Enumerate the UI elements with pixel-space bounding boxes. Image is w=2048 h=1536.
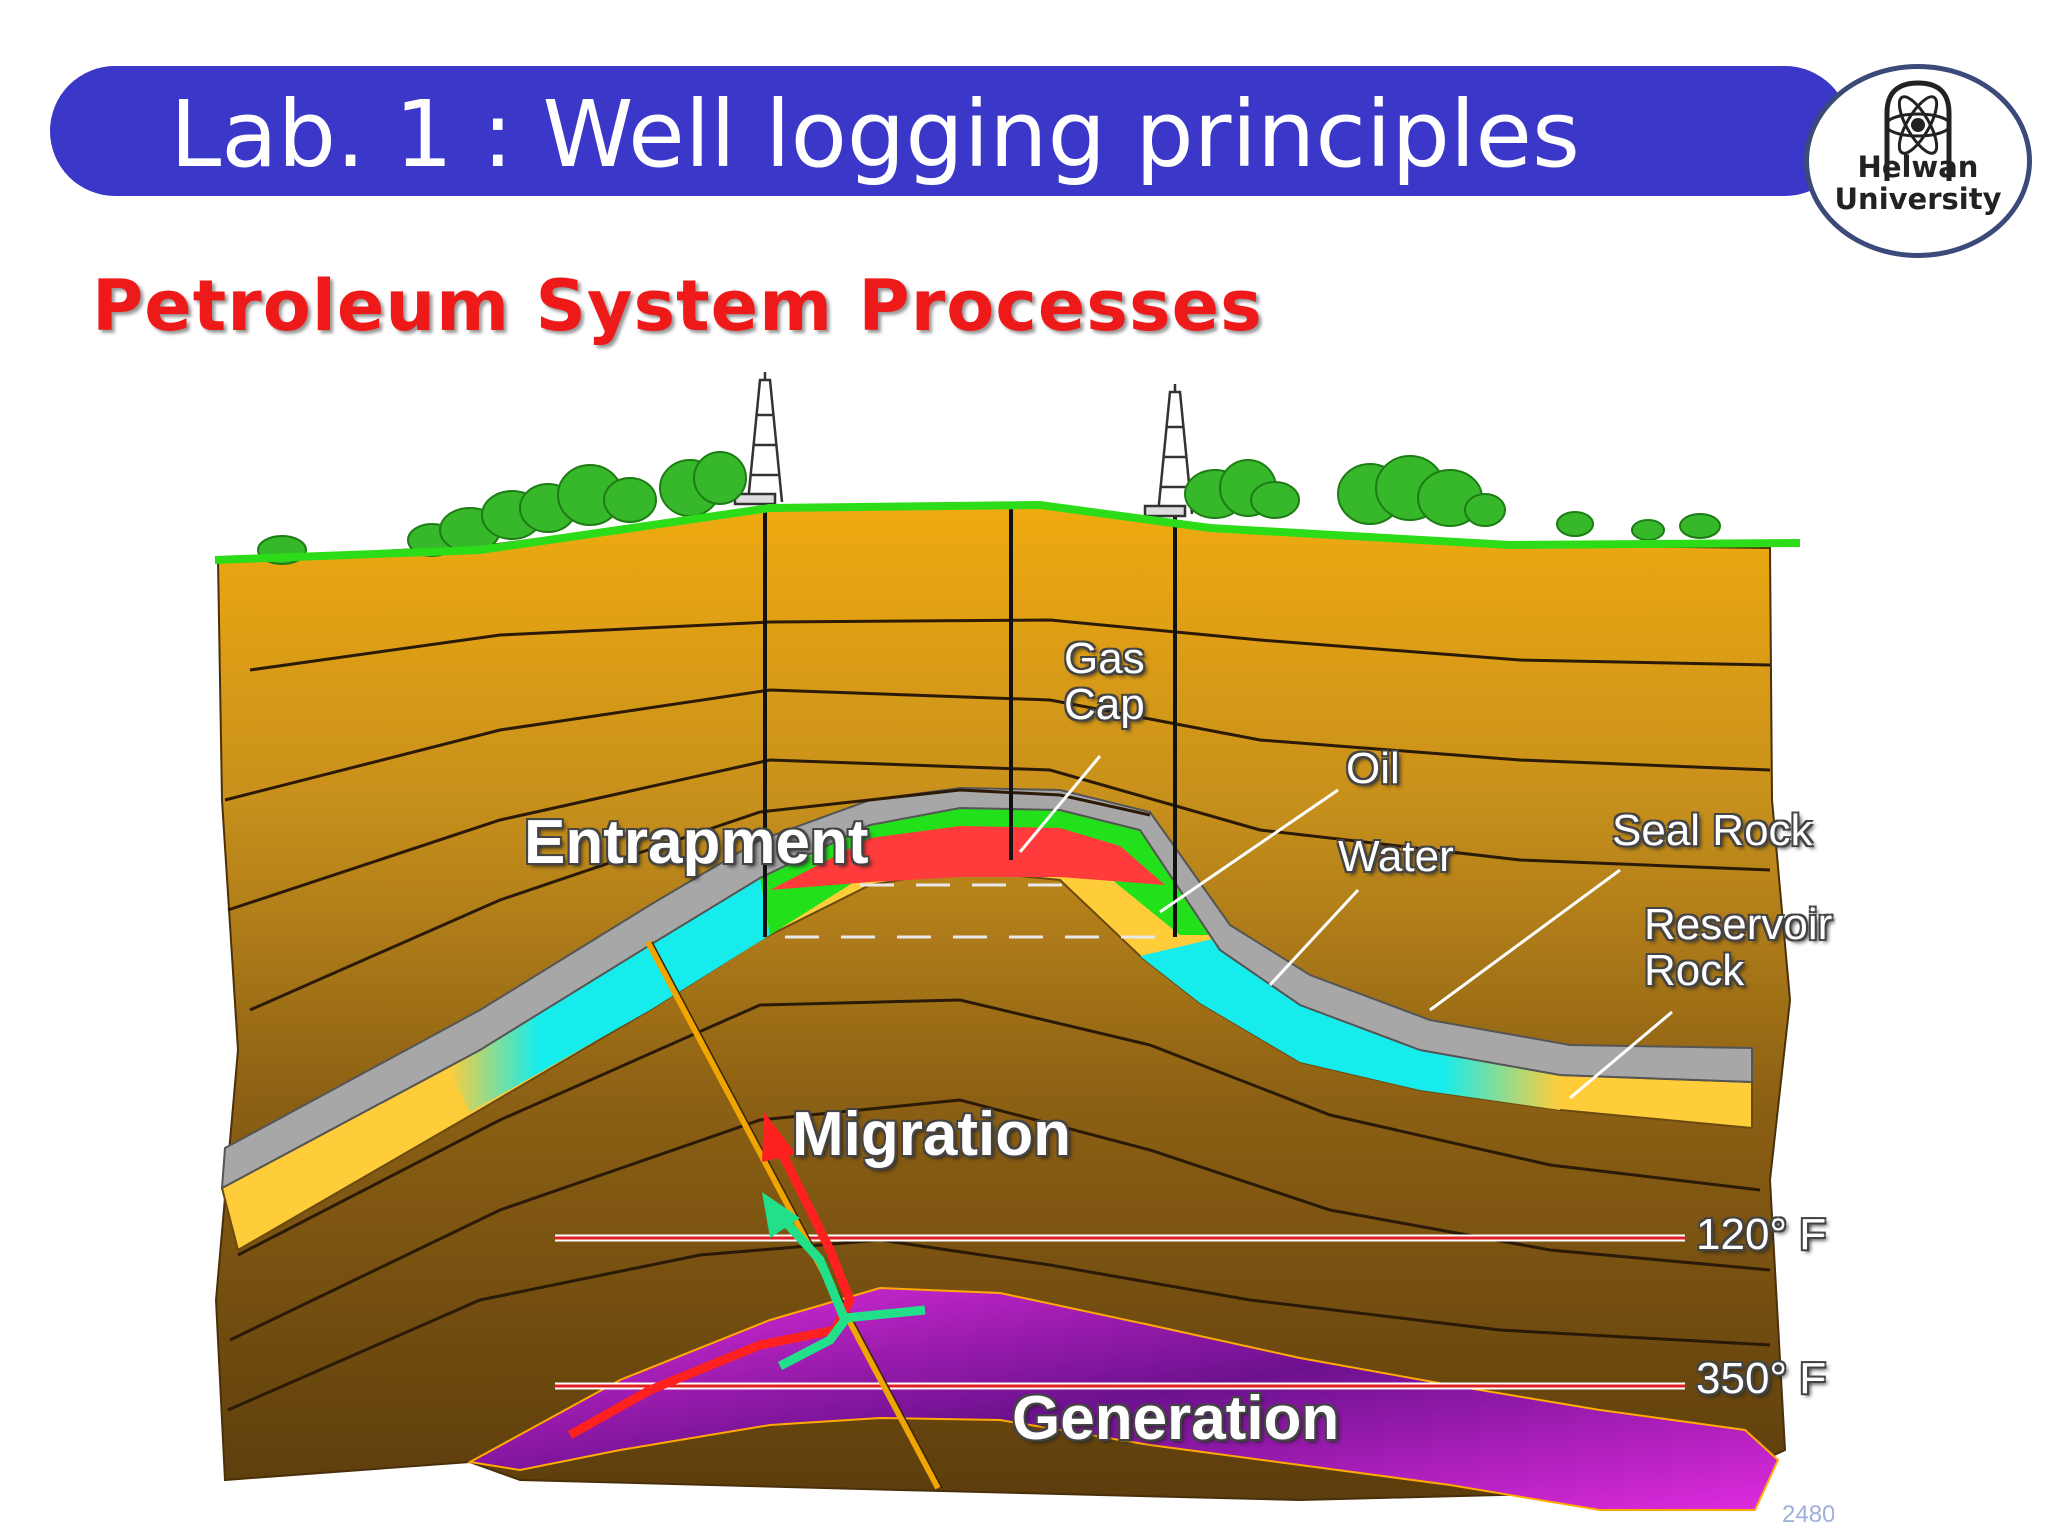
ground-surface	[214, 500, 1801, 564]
well-bores	[763, 505, 1177, 937]
migration-arrows	[567, 1112, 926, 1439]
page-number: 2480	[1782, 1501, 1834, 1528]
drilling-rig-icon	[1143, 384, 1194, 518]
label-gas-cap-line2: Cap	[1064, 680, 1145, 729]
logo-text-line2: University	[1834, 182, 2002, 216]
callout-lines	[1018, 755, 1673, 1100]
slide-title: Lab. 1 : Well logging principles	[170, 81, 1580, 188]
label-entrapment: Entrapment	[524, 808, 869, 877]
label-generation: Generation	[1012, 1384, 1340, 1453]
strata-lines	[224, 618, 1771, 1412]
title-bar	[50, 66, 1850, 196]
label-water: Water	[1338, 832, 1454, 881]
label-gas-cap-line1: Gas	[1064, 634, 1145, 683]
logo-text-line1: Helwan	[1857, 150, 1979, 184]
water-zone-left	[448, 878, 770, 1112]
label-oil: Oil	[1346, 744, 1400, 793]
water-zone-right	[1140, 830, 1560, 1110]
atom-emblem-icon	[1884, 80, 1952, 181]
label-seal-rock: Seal Rock	[1612, 808, 1813, 854]
gas-cap	[770, 826, 1165, 890]
label-temp-120: 120° F	[1696, 1212, 1827, 1258]
label-migration: Migration	[792, 1100, 1071, 1169]
temperature-lines	[555, 1234, 1685, 1390]
source-rock	[466, 1286, 1780, 1511]
label-reservoir-line2: Rock	[1644, 946, 1745, 995]
slide-heading: Petroleum System Processes	[92, 265, 1263, 347]
fluid-contact-lines	[785, 883, 1170, 939]
label-reservoir-line1: Reservoir	[1644, 902, 1833, 948]
university-logo: Helwan University	[1804, 64, 2032, 258]
label-temp-350: 350° F	[1696, 1356, 1827, 1402]
